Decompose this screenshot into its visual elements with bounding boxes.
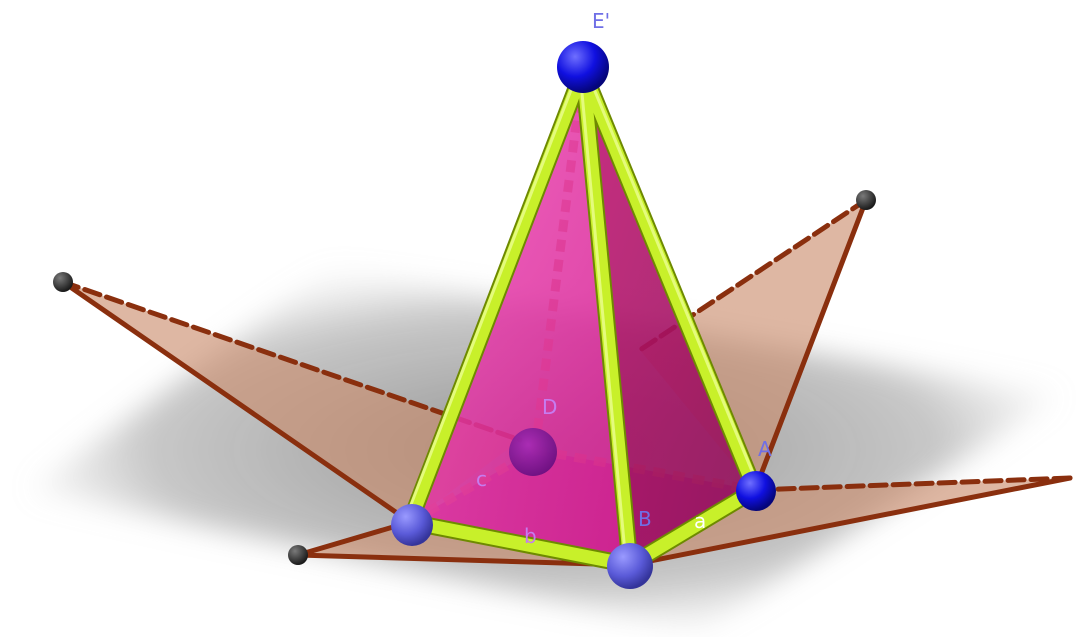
net-point[interactable] <box>288 545 308 565</box>
vertex-d[interactable] <box>509 428 557 476</box>
net-edge <box>752 475 1073 493</box>
net-edge <box>752 197 869 493</box>
net-point[interactable] <box>856 190 876 210</box>
vertex-apex[interactable] <box>557 41 609 93</box>
net-edge <box>60 279 413 525</box>
vertex-a-label: A <box>758 437 772 461</box>
net-face-left <box>63 282 520 522</box>
pyramid-face-left <box>410 70 630 565</box>
edge-a-label: a <box>694 509 706 533</box>
edge-c-label: c <box>476 467 487 491</box>
net-point[interactable] <box>53 272 73 292</box>
net-edge <box>295 552 633 568</box>
lateral-edge <box>403 63 590 529</box>
apex-label: E' <box>592 9 610 33</box>
pyramid-edges <box>401 61 764 574</box>
net-edge <box>627 475 1073 568</box>
lateral-edge <box>576 63 637 572</box>
edge-b-label: b <box>524 524 537 548</box>
vertex-a[interactable] <box>736 471 776 511</box>
vertex-d-label: D <box>542 395 557 419</box>
vertex-b-label: B <box>638 507 652 531</box>
lateral-edge <box>576 63 762 497</box>
vertex-base-left[interactable] <box>391 504 433 546</box>
base-edge-b <box>403 515 637 572</box>
net-points <box>53 190 876 565</box>
vertex-b[interactable] <box>607 543 653 589</box>
net-edge <box>637 197 869 353</box>
base-edge-a <box>623 483 762 572</box>
